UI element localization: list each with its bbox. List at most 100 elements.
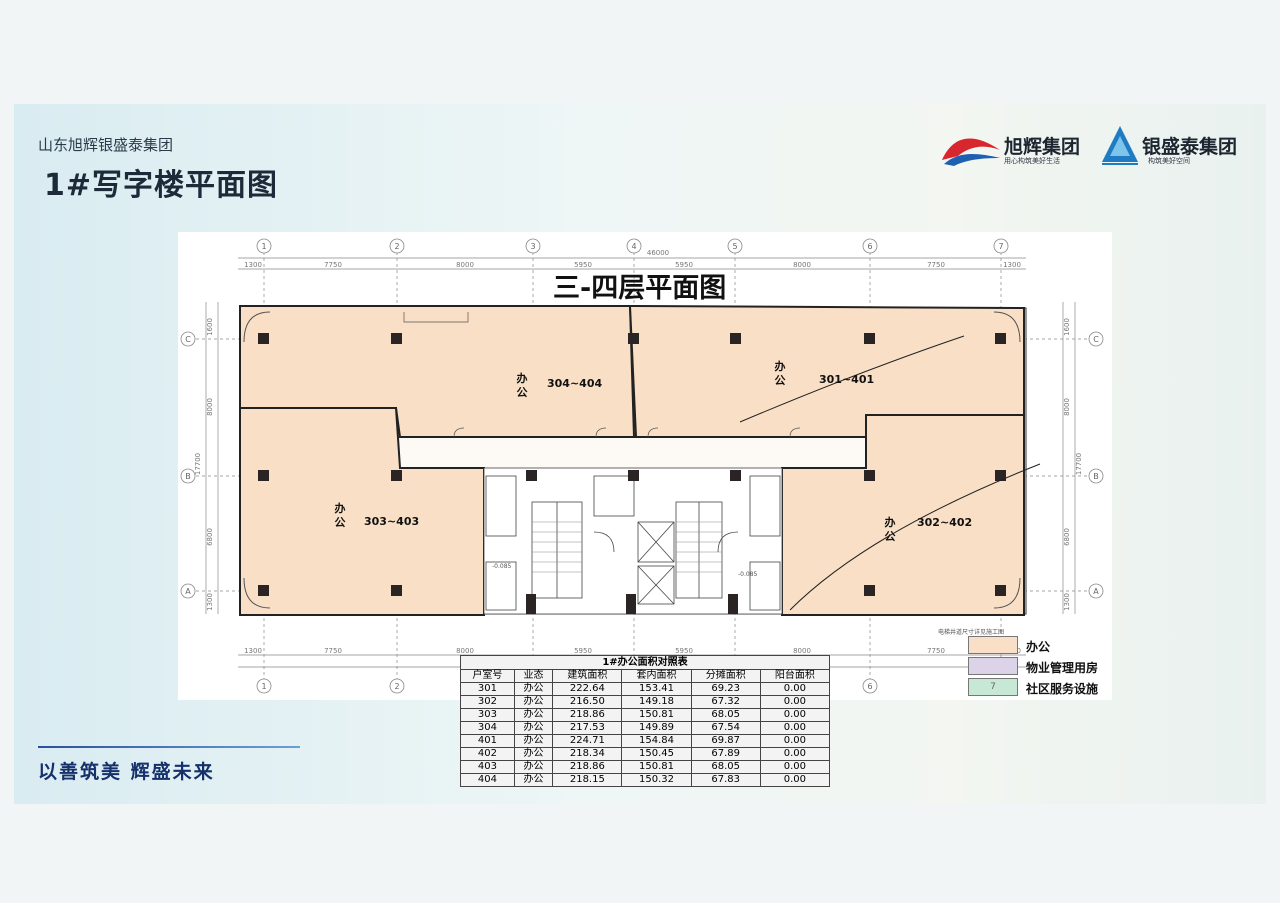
table-cell: 149.18 — [621, 695, 692, 709]
level-mark: -0.085 — [738, 571, 758, 578]
table-cell: 304 — [460, 721, 515, 735]
table-cell: 217.53 — [552, 721, 623, 735]
structural-columns — [258, 333, 1006, 614]
slogan-divider — [38, 746, 300, 748]
axis-label: B — [1093, 472, 1099, 481]
table-cell: 68.05 — [690, 708, 761, 722]
table-cell: 216.50 — [552, 695, 623, 709]
table-header-row: 户室号 业态 建筑面积 套内面积 分摊面积 阳台面积 — [460, 669, 831, 683]
dimension-text: 5950 — [574, 647, 592, 655]
table-cell: 办公 — [513, 747, 554, 761]
axis-label: 2 — [394, 682, 399, 691]
axis-label: 6 — [867, 682, 872, 691]
unit-number-label: 301~401 — [819, 373, 875, 386]
table-cell: 150.81 — [621, 760, 692, 774]
yinshengtai-mountain-icon — [1102, 126, 1138, 165]
plan-note: 电梯井道尺寸详见施工图 — [938, 628, 1004, 636]
dimension-text: 5950 — [675, 261, 693, 269]
axis-label: 1 — [261, 242, 266, 251]
legend-swatch — [968, 636, 1018, 654]
slogan: 以善筑美 辉盛未来 — [38, 761, 215, 783]
company-name: 山东旭辉银盛泰集团 — [38, 136, 174, 154]
dimension-text: 8000 — [456, 261, 474, 269]
axis-label: A — [185, 587, 191, 596]
column-header: 阳台面积 — [759, 669, 831, 683]
dimension-text: 7750 — [324, 261, 342, 269]
dimension-text: 1300 — [206, 593, 214, 611]
axis-label: 3 — [530, 242, 535, 251]
dimension-text: 7750 — [927, 261, 945, 269]
axis-label: 7 — [998, 242, 1003, 251]
table-cell: 224.71 — [552, 734, 623, 748]
table-cell: 0.00 — [759, 773, 831, 787]
table-cell: 153.41 — [621, 682, 692, 696]
dimension-text: 1300 — [244, 647, 262, 655]
table-cell: 150.45 — [621, 747, 692, 761]
column-header: 分摊面积 — [690, 669, 761, 683]
axis-label: C — [1093, 335, 1099, 344]
axis-label: 5 — [732, 242, 737, 251]
xuhui-mountain-icon — [942, 138, 1000, 166]
axis-label: C — [185, 335, 191, 344]
floor-plan-drawing: 1 2 3 4 5 6 7 1 2 6 C B A C B A 46000 13… — [180, 238, 1104, 694]
table-cell: 办公 — [513, 760, 554, 774]
table-cell: 301 — [460, 682, 515, 696]
legend-label: 办公 — [1026, 640, 1051, 654]
table-cell: 69.23 — [690, 682, 761, 696]
unit-number-label: 302~402 — [917, 516, 973, 529]
table-cell: 68.05 — [690, 760, 761, 774]
table-cell: 218.34 — [552, 747, 623, 761]
floor-plan-title: 三-四层平面图 — [553, 273, 727, 304]
table-cell: 0.00 — [759, 721, 831, 735]
xuhui-logo-name: 旭辉集团 — [1004, 136, 1081, 158]
legend-swatch: 7 — [968, 678, 1018, 696]
office-area-table: 1#办公面积对照表 户室号 业态 建筑面积 套内面积 分摊面积 阳台面积 301… — [460, 655, 831, 787]
dimension-text: 5950 — [675, 647, 693, 655]
table-cell: 149.89 — [621, 721, 692, 735]
table-cell: 150.32 — [621, 773, 692, 787]
table-cell: 67.54 — [690, 721, 761, 735]
axis-label: 6 — [867, 242, 872, 251]
table-cell: 0.00 — [759, 747, 831, 761]
table-cell: 67.89 — [690, 747, 761, 761]
xuhui-logo: 旭辉集团 用心构筑美好生活 — [940, 128, 1100, 168]
dimension-text: 8000 — [793, 647, 811, 655]
dimension-text: 7750 — [927, 647, 945, 655]
dimension-text: 8000 — [206, 398, 214, 416]
dimension-text: 7750 — [324, 647, 342, 655]
column-header: 业态 — [513, 669, 554, 683]
axis-label: A — [1093, 587, 1099, 596]
dimension-text: 17700 — [194, 453, 202, 475]
unit-use-label: 办公 — [884, 516, 896, 543]
yinshengtai-logo-tagline: 构筑美好空间 — [1148, 157, 1190, 165]
dimension-text: 1300 — [1063, 593, 1071, 611]
dimension-text: 1300 — [244, 261, 262, 269]
table-cell: 303 — [460, 708, 515, 722]
table-cell: 218.86 — [552, 708, 623, 722]
dimension-text: 8000 — [1063, 398, 1071, 416]
table-cell: 办公 — [513, 773, 554, 787]
table-cell: 218.86 — [552, 760, 623, 774]
level-mark: -0.085 — [492, 563, 512, 570]
unit-use-label: 办公 — [516, 372, 528, 399]
table-cell: 办公 — [513, 708, 554, 722]
unit-number-label: 303~403 — [364, 515, 420, 528]
yinshengtai-logo: 银盛泰集团 构筑美好空间 — [1100, 124, 1250, 168]
unit-use-label: 办公 — [334, 502, 346, 529]
unit-number-label: 304~404 — [547, 377, 603, 390]
xuhui-logo-tagline: 用心构筑美好生活 — [1004, 157, 1060, 165]
table-cell: 403 — [460, 760, 515, 774]
axis-label: B — [185, 472, 191, 481]
table-cell: 401 — [460, 734, 515, 748]
dimension-text: 1300 — [1003, 261, 1021, 269]
legend-label: 物业管理用房 — [1026, 661, 1099, 675]
table-cell: 办公 — [513, 734, 554, 748]
dimension-text: 8000 — [793, 261, 811, 269]
table-cell: 0.00 — [759, 695, 831, 709]
